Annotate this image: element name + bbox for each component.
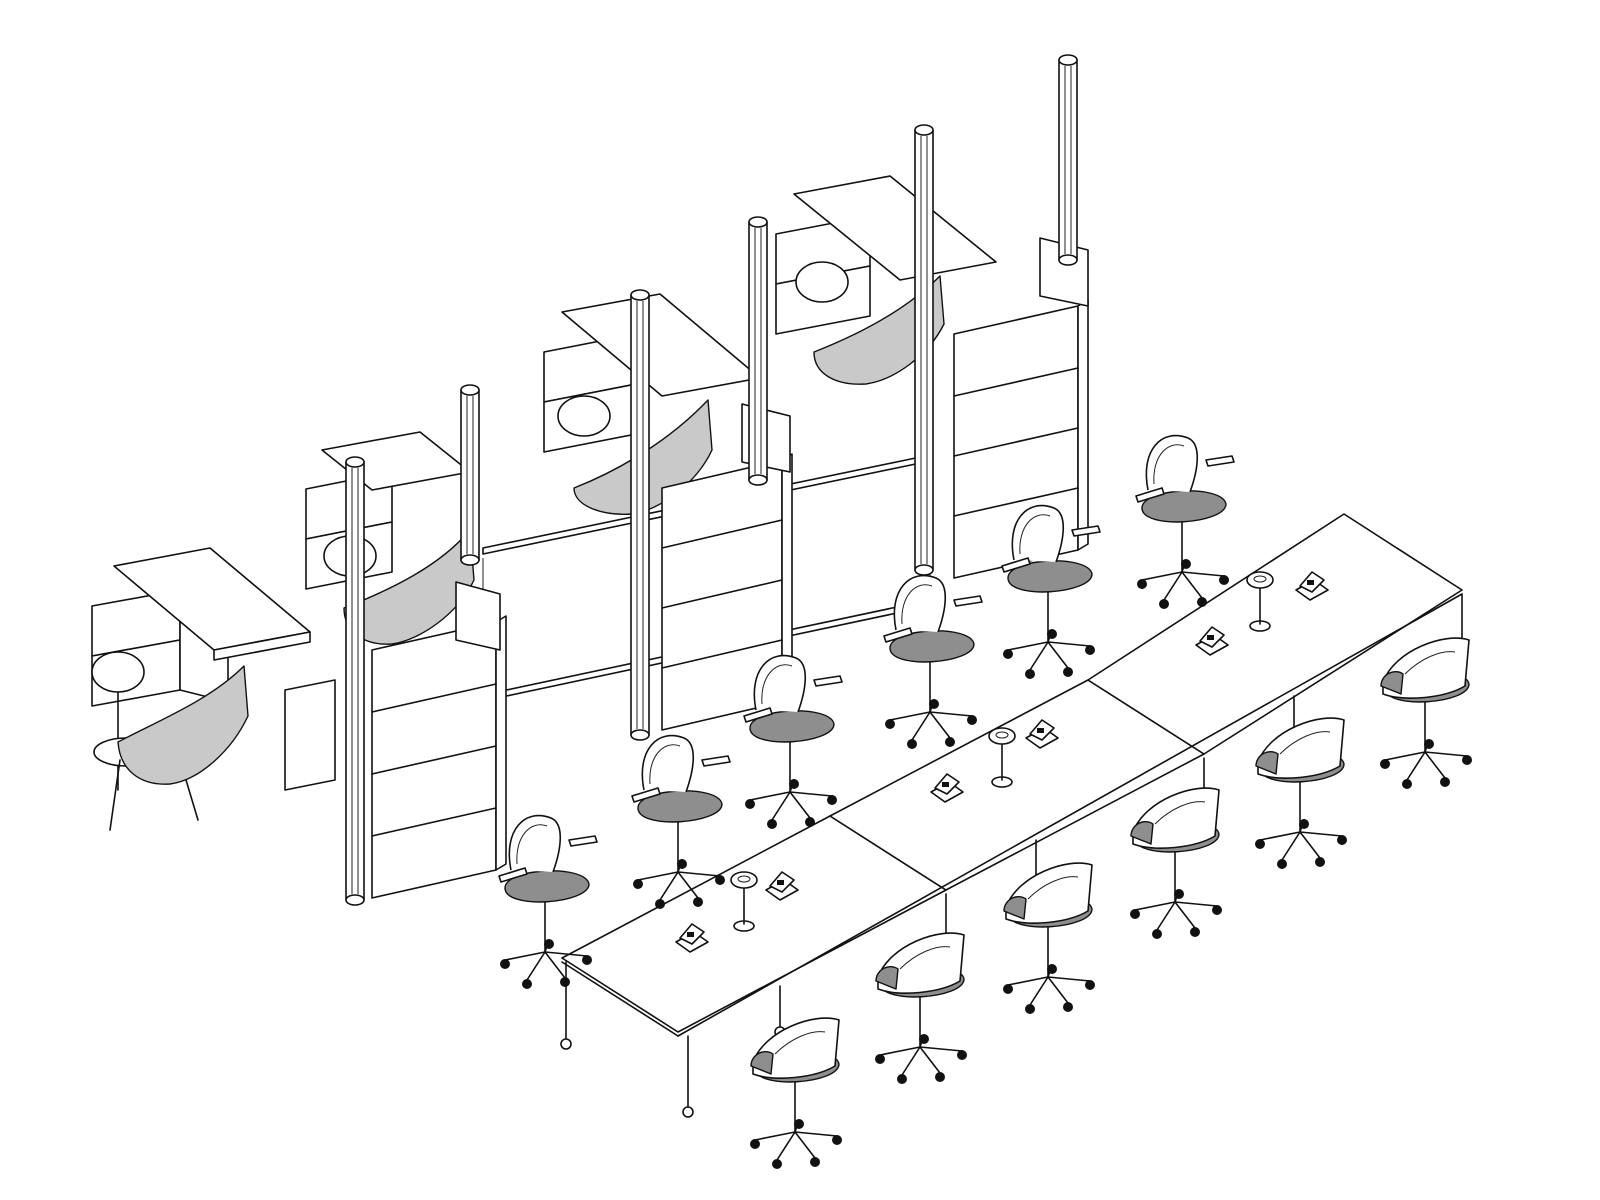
task-chair-5 [1001,504,1101,679]
lounge-chair-1 [91,651,249,831]
table-lamp-1 [730,871,758,932]
task-chair-12 [1380,637,1472,789]
floor-to-ceiling-post-5 [914,124,934,576]
power-module-2 [930,773,964,803]
task-chair-10 [1130,787,1222,939]
table-lamp-2 [988,727,1016,788]
task-chair-8 [875,932,967,1084]
power-module-6 [765,871,799,901]
task-chair-2 [631,734,731,909]
task-chair-1 [498,814,598,989]
floor-to-ceiling-post-4 [748,216,768,486]
storage-bench-3 [543,293,761,453]
bench-table-3 [1087,513,1463,755]
power-module-4 [1025,719,1059,749]
power-module-3 [1195,626,1229,656]
floor-to-ceiling-post-1 [345,456,365,906]
task-chair-4 [883,574,983,749]
floor-to-ceiling-post-6 [1058,54,1078,266]
task-chair-6 [1135,434,1235,609]
shelving-tower-1 [371,581,507,899]
storage-bench-4 [775,175,997,335]
power-module-5 [1295,571,1329,601]
task-chair-3 [743,654,843,829]
task-chair-11 [1255,717,1347,869]
floor-to-ceiling-post-3 [630,289,650,741]
task-chair-7 [750,1017,842,1169]
power-module-1 [675,923,709,953]
floor-to-ceiling-post-2 [460,384,480,566]
task-chair-9 [1003,862,1095,1014]
table-lamp-3 [1246,571,1274,632]
